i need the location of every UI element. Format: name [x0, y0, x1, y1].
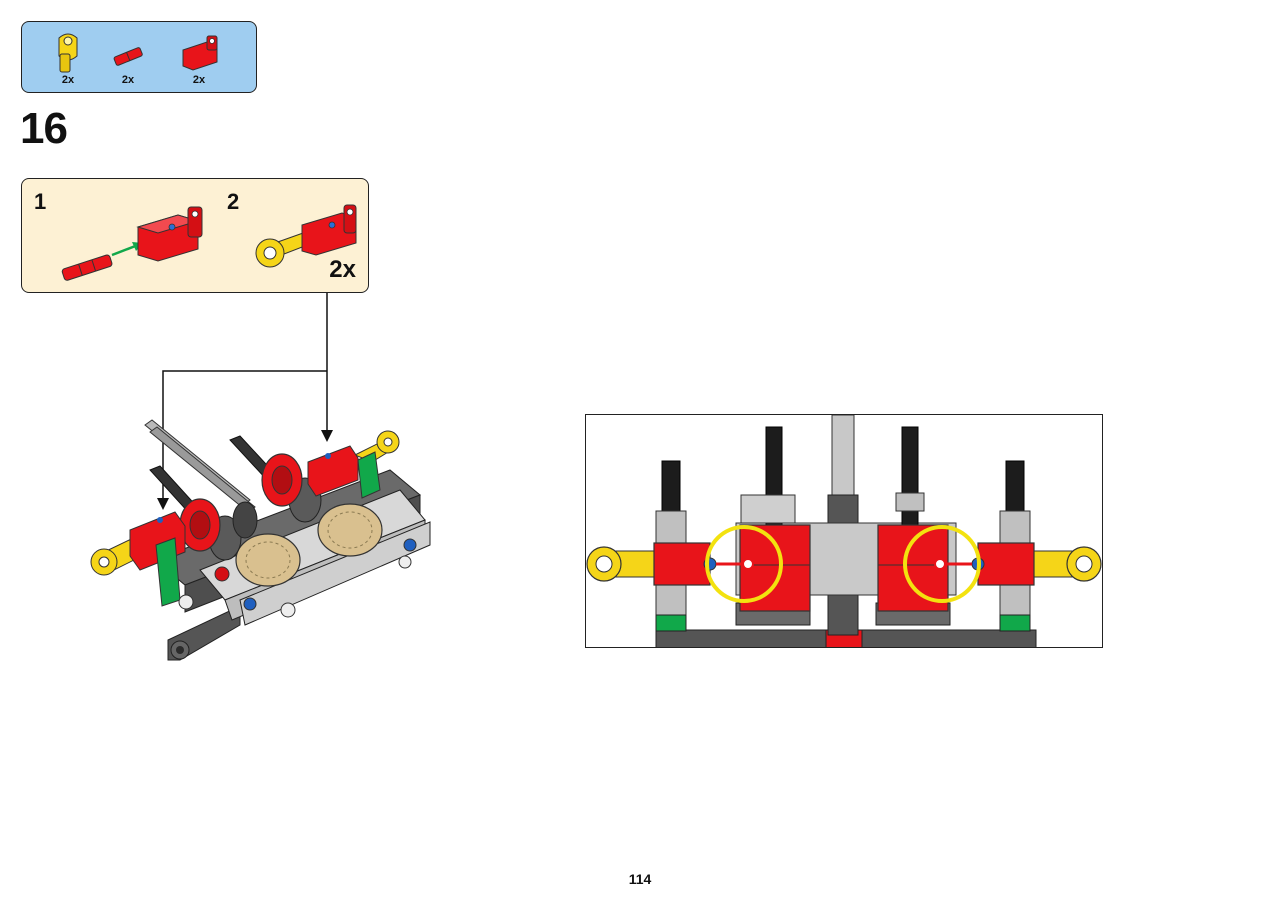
- substep-number-2: 2: [227, 189, 240, 214]
- sub-assembly-illustration: [61, 204, 357, 281]
- detail-inset-illustration: [586, 415, 1102, 647]
- sub-assembly-callout: 1 2 2x: [21, 178, 369, 293]
- parts-list-qty: 2x: [61, 74, 75, 86]
- arrow-down-icon: [321, 430, 333, 442]
- parts-list-item-yellow-beam: 2x: [43, 28, 93, 88]
- yellow-beam-part-icon: [58, 33, 78, 73]
- page-number: 114: [628, 871, 652, 887]
- highlight-circle-icon: [705, 525, 783, 603]
- parts-list-qty: 2x: [192, 74, 206, 86]
- red-connector-icon: [136, 206, 203, 262]
- yellow-beam-left-icon: [586, 546, 667, 582]
- arrow-down-icon: [157, 498, 169, 510]
- parts-list-callout: 2x 2x 2x: [21, 21, 257, 93]
- substep-multiplier: 2x: [329, 256, 356, 283]
- highlight-circle-icon: [903, 525, 981, 603]
- red-connector-part-icon: [182, 35, 218, 71]
- step-number: 16: [20, 104, 68, 153]
- red-axle-pin-icon: [61, 254, 113, 281]
- detail-inset: [585, 414, 1103, 648]
- yellow-beam-right-icon: [1021, 546, 1102, 582]
- red-axle-pin-part-icon: [113, 47, 143, 66]
- substep-number-1: 1: [34, 189, 47, 214]
- parts-list-qty: 2x: [121, 74, 135, 86]
- parts-list-item-red-connector: 2x: [174, 28, 224, 88]
- parts-list-item-red-axle-pin: 2x: [103, 28, 153, 88]
- yellow-beam-with-connector-icon: [255, 204, 357, 268]
